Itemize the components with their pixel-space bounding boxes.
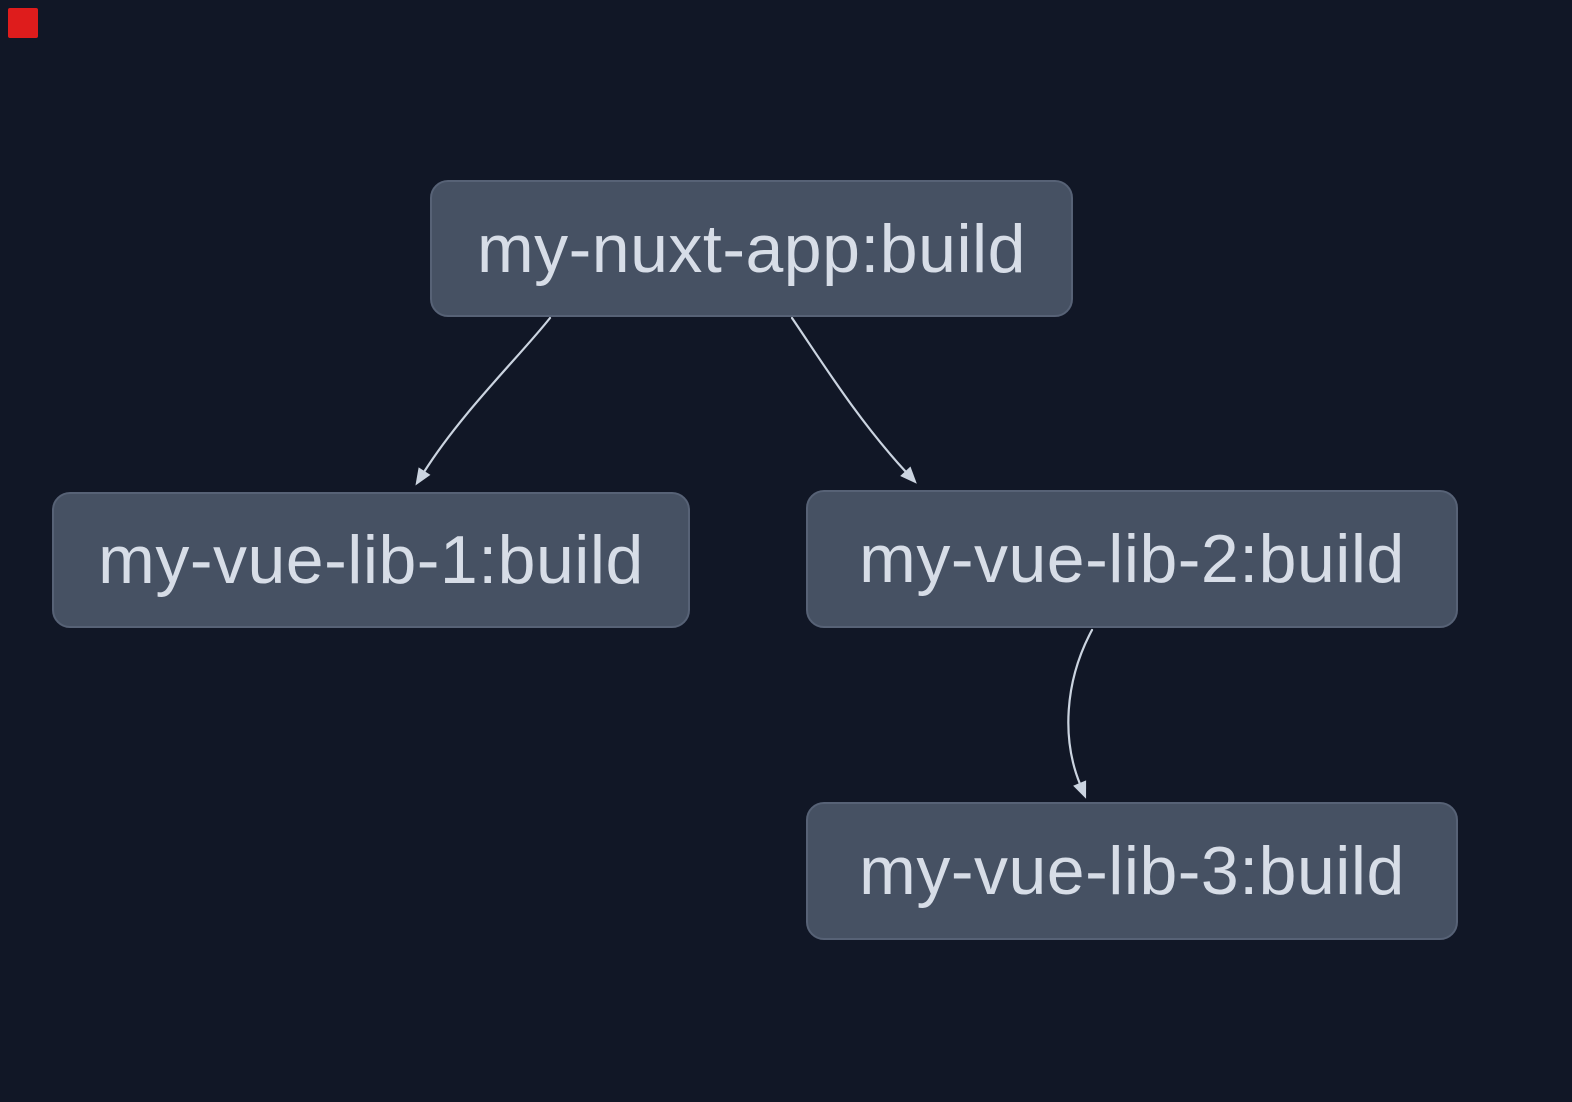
red-marker-square xyxy=(8,8,38,38)
edge-my-nuxt-app-build-to-my-vue-lib-1-build xyxy=(415,316,552,486)
task-node-my-vue-lib-3-build[interactable]: my-vue-lib-3:build xyxy=(806,802,1458,940)
task-node-label: my-vue-lib-2:build xyxy=(859,521,1405,597)
task-node-label: my-nuxt-app:build xyxy=(477,210,1026,287)
task-node-label: my-vue-lib-1:build xyxy=(98,522,644,598)
task-node-my-nuxt-app-build[interactable]: my-nuxt-app:build xyxy=(430,180,1073,317)
task-node-label: my-vue-lib-3:build xyxy=(859,833,1405,909)
edge-my-vue-lib-2-build-to-my-vue-lib-3-build xyxy=(1067,628,1094,799)
edge-my-nuxt-app-build-to-my-vue-lib-2-build xyxy=(790,316,917,484)
task-node-my-vue-lib-1-build[interactable]: my-vue-lib-1:build xyxy=(52,492,690,628)
task-node-my-vue-lib-2-build[interactable]: my-vue-lib-2:build xyxy=(806,490,1458,628)
